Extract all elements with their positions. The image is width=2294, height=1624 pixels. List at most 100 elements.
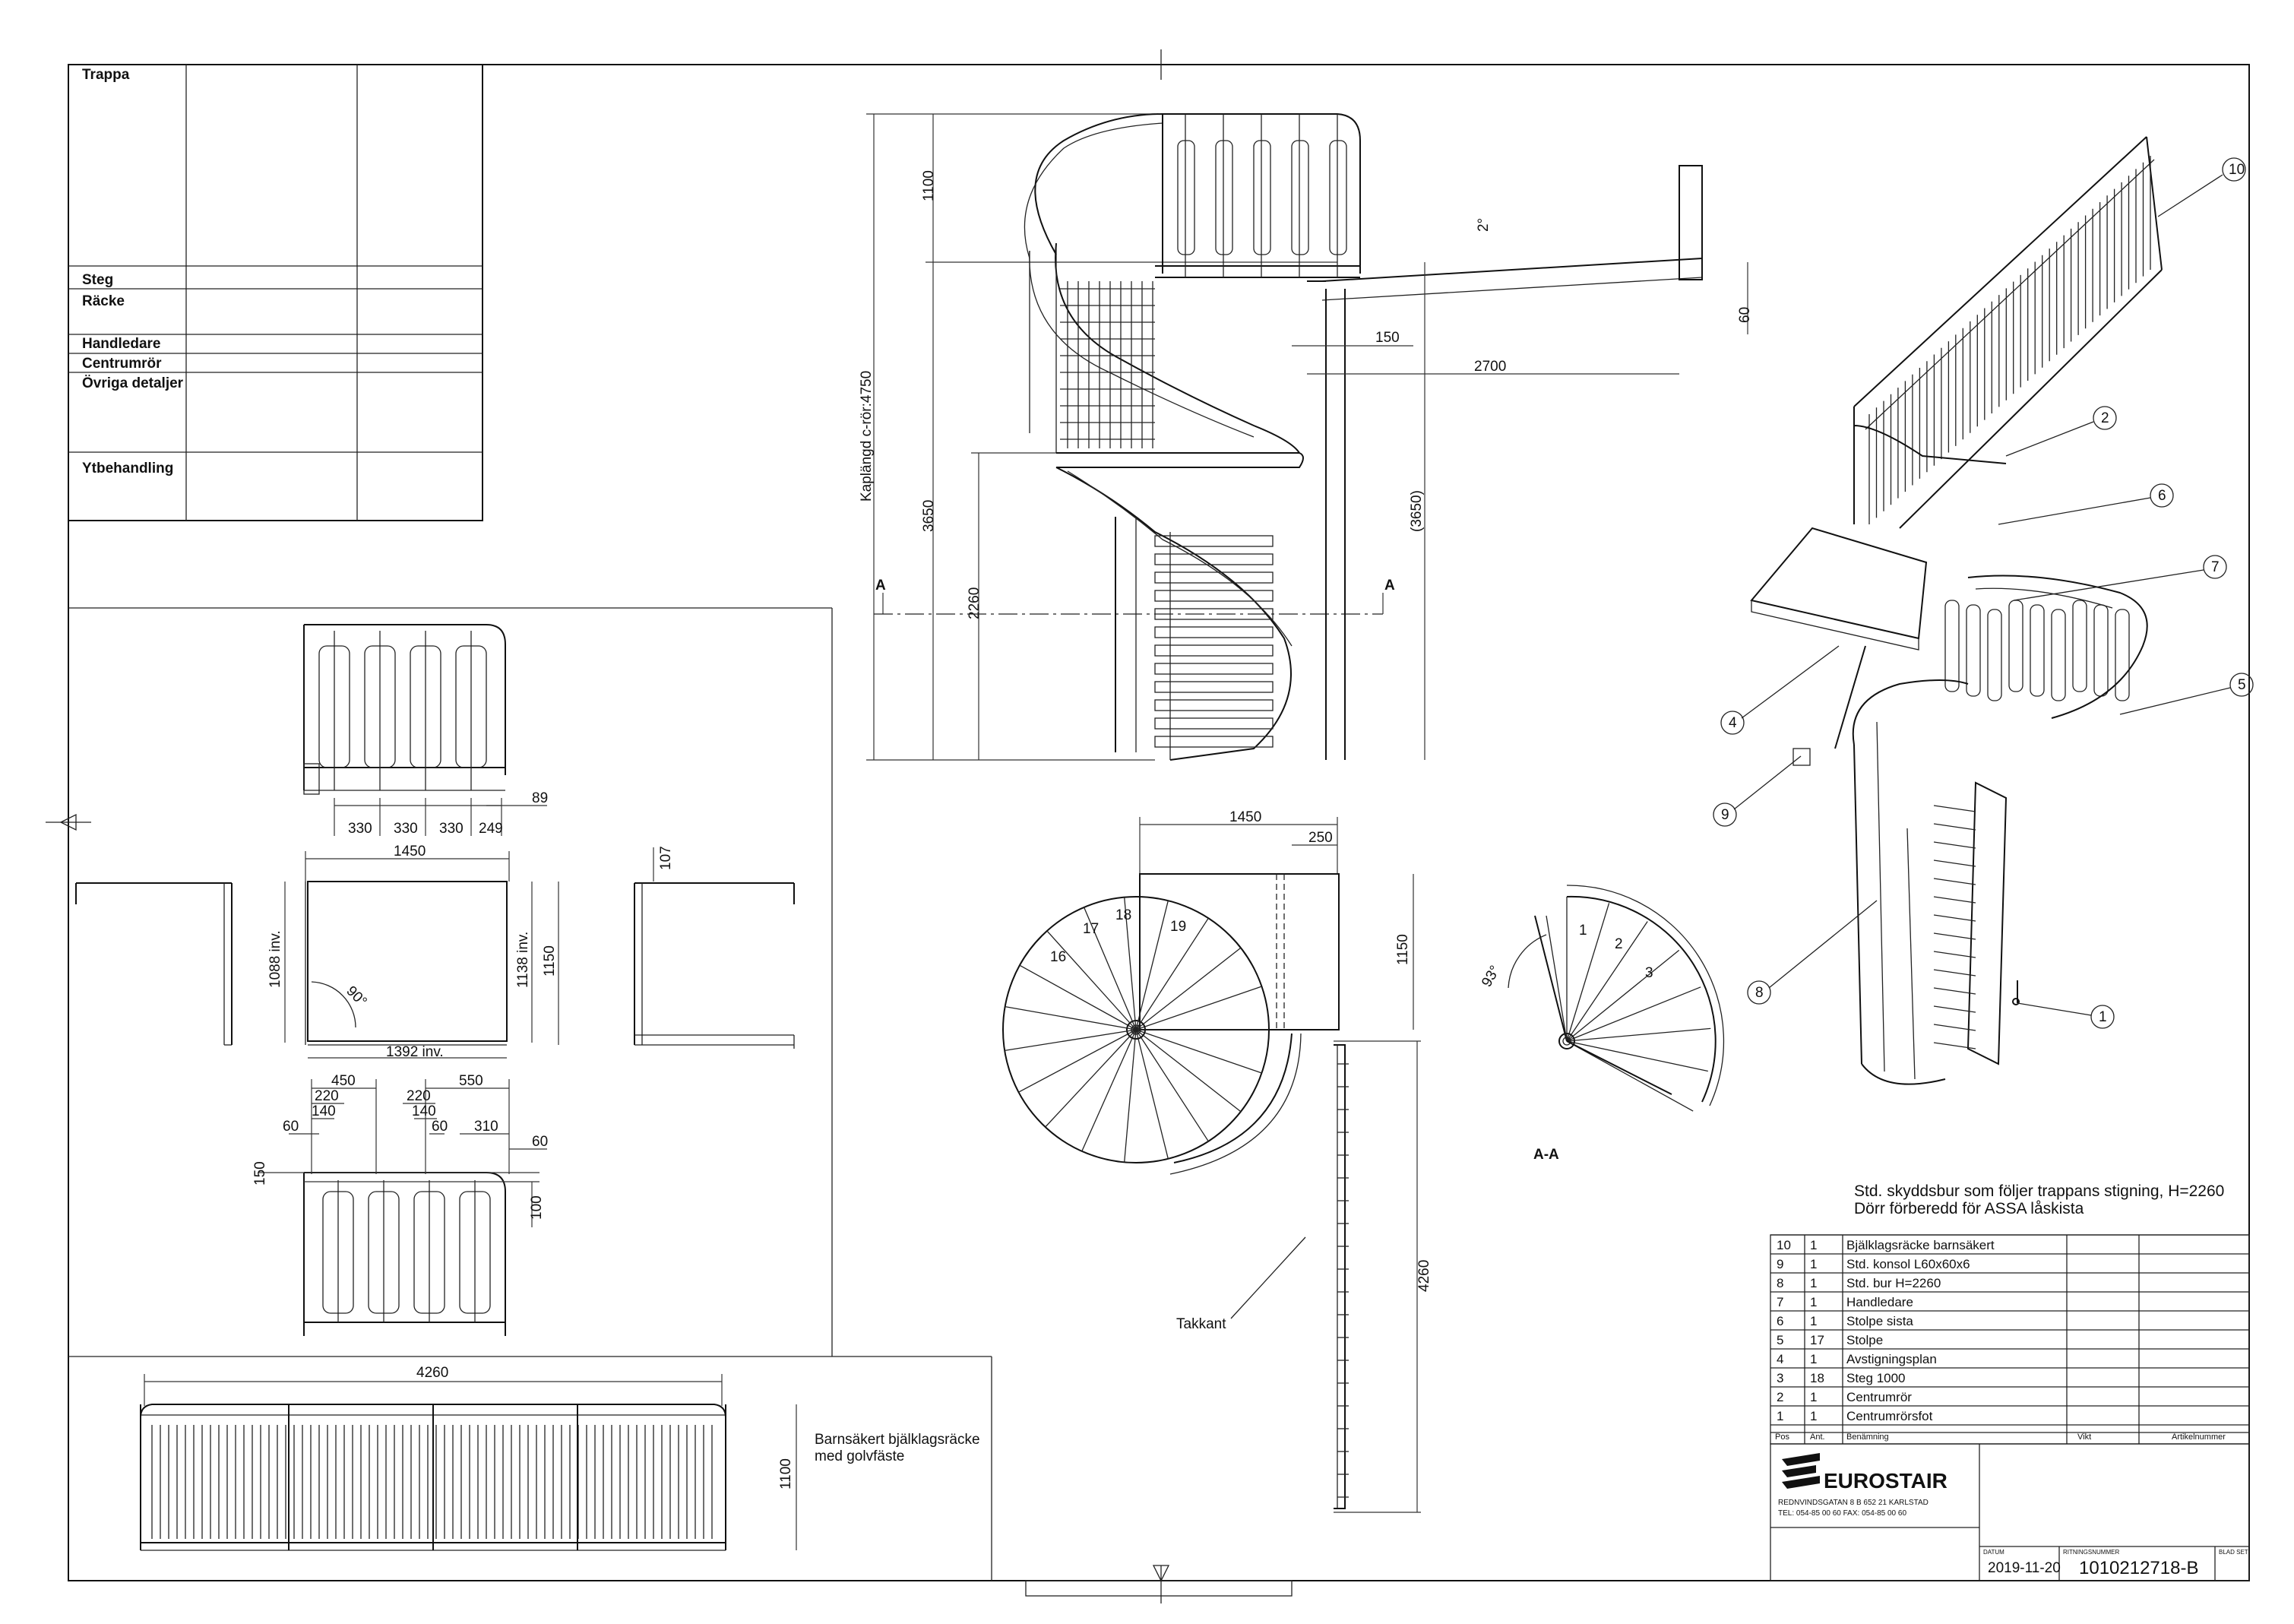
railing-small-elevation: 330 330 330 249 89 bbox=[303, 624, 548, 837]
plan-step-line bbox=[1081, 1029, 1137, 1152]
plan-step-line bbox=[1135, 1029, 1169, 1159]
plan-step-line bbox=[1084, 907, 1137, 1030]
iso-step bbox=[1933, 914, 1976, 922]
parts-quantity: 18 bbox=[1810, 1371, 1824, 1385]
dim-railing-offset: 89 bbox=[532, 790, 548, 806]
plan-step-line bbox=[1046, 930, 1137, 1030]
parts-pos: 6 bbox=[1777, 1314, 1783, 1328]
dim-lower: 60 bbox=[432, 1119, 448, 1135]
plan-step-line bbox=[1124, 1029, 1137, 1163]
section-step-line bbox=[1566, 921, 1648, 1042]
section-step-line bbox=[1566, 1027, 1711, 1042]
parts-quantity: 1 bbox=[1810, 1257, 1817, 1271]
iso-step bbox=[1933, 859, 1976, 867]
dim-lower: 140 bbox=[312, 1103, 336, 1119]
plan-step-line bbox=[1135, 901, 1169, 1030]
plan-step-number: 18 bbox=[1115, 907, 1131, 923]
parts-pos: 5 bbox=[1777, 1333, 1783, 1347]
dim-plan-depth: 1150 bbox=[1395, 934, 1411, 965]
section-step-line bbox=[1566, 903, 1610, 1042]
dim-slope: 2° bbox=[1476, 218, 1492, 232]
dim-lower: 310 bbox=[474, 1119, 498, 1135]
iso-rail-bar bbox=[2072, 600, 2087, 692]
callout-number: 7 bbox=[2211, 559, 2220, 575]
stair-tread bbox=[1154, 590, 1274, 602]
section-step-number: 1 bbox=[1579, 923, 1587, 939]
section-step-line bbox=[1566, 986, 1701, 1042]
dim-landing-depth: 1150 bbox=[542, 945, 558, 977]
eurostair-logo-icon bbox=[1782, 1453, 1820, 1489]
dim-landing-width: 1450 bbox=[394, 844, 426, 859]
company-logo: EUROSTAIR bbox=[1824, 1469, 1948, 1493]
parts-quantity: 1 bbox=[1810, 1238, 1817, 1252]
parts-name: Avstigningsplan bbox=[1846, 1352, 1937, 1366]
center-mark-icon bbox=[1152, 1565, 1170, 1582]
iso-step bbox=[1933, 987, 1976, 995]
railing-bar bbox=[1329, 140, 1347, 255]
parts-pos: 9 bbox=[1777, 1257, 1783, 1271]
stair-tread bbox=[1154, 571, 1274, 584]
dim-balustrade-length: 4260 bbox=[416, 1365, 448, 1381]
dim-balustrade-height: 1100 bbox=[778, 1458, 794, 1489]
drawing-number-label: RITNINGSNUMMER bbox=[2063, 1549, 2119, 1556]
parts-header: Pos bbox=[1775, 1432, 1789, 1442]
parts-name: Std. konsol L60x60x6 bbox=[1846, 1257, 1970, 1271]
parts-quantity: 1 bbox=[1810, 1352, 1817, 1366]
parts-header: Vikt bbox=[2077, 1432, 2091, 1442]
dim-lower: 550 bbox=[459, 1073, 483, 1089]
dim-plan-offset: 250 bbox=[1308, 830, 1333, 846]
dim-railing-spacing: 330 bbox=[394, 821, 418, 837]
plan-step-line bbox=[1045, 1029, 1137, 1128]
parts-quantity: 1 bbox=[1810, 1295, 1817, 1309]
parts-name: Steg 1000 bbox=[1846, 1371, 1906, 1385]
dim-lower: 60 bbox=[532, 1134, 548, 1150]
plan-step-line bbox=[1019, 964, 1137, 1030]
balustrade-note: med golvfäste bbox=[815, 1448, 904, 1464]
plan-step-line bbox=[1135, 1029, 1262, 1074]
dim-elev: 2260 bbox=[967, 587, 982, 619]
iso-step bbox=[1933, 805, 1976, 812]
parts-header: Benämning bbox=[1846, 1432, 1889, 1442]
balustrade-note: Barnsäkert bjälklagsräcke bbox=[815, 1432, 980, 1448]
plan-step-line bbox=[1135, 917, 1209, 1030]
iso-rail-bar bbox=[2093, 604, 2109, 697]
drawing-date: 2019-11-20 bbox=[1988, 1560, 2061, 1576]
spec-row-label: Ytbehandling bbox=[82, 461, 173, 476]
callout-number: 8 bbox=[1755, 985, 1764, 1001]
section-step-line bbox=[1566, 949, 1680, 1042]
note-line: Dörr förberedd för ASSA låskista bbox=[1854, 1200, 2084, 1217]
callout-number: 2 bbox=[2101, 410, 2109, 426]
dim-lower: 140 bbox=[412, 1103, 436, 1119]
dim-railing-end: 249 bbox=[479, 821, 503, 837]
callout-number: 5 bbox=[2238, 677, 2246, 693]
dim-lower-height: 150 bbox=[252, 1161, 268, 1186]
stair-tread bbox=[1154, 717, 1274, 730]
parts-pos: 3 bbox=[1777, 1371, 1783, 1385]
iso-step bbox=[1933, 878, 1976, 885]
railing-bar bbox=[1177, 140, 1195, 255]
dim-landing-inner-height: 1088 inv. bbox=[267, 930, 283, 988]
railing-bar bbox=[1215, 140, 1233, 255]
spec-row-label: Handledare bbox=[82, 336, 160, 352]
dim-elev: 150 bbox=[1375, 330, 1400, 346]
iso-rail-bar bbox=[1944, 600, 1960, 692]
stair-tread bbox=[1154, 663, 1274, 675]
section-step-line bbox=[1566, 1040, 1694, 1112]
dim-lower: 60 bbox=[283, 1119, 299, 1135]
parts-pos: 1 bbox=[1777, 1409, 1783, 1423]
callout-number: 6 bbox=[2158, 488, 2166, 504]
callouts: 10 2 6 7 5 4 9 8 1 bbox=[1713, 157, 2254, 1029]
parts-quantity: 1 bbox=[1810, 1276, 1817, 1290]
parts-name: Stolpe sista bbox=[1846, 1314, 1913, 1328]
spec-row-label: Räcke bbox=[82, 293, 125, 309]
dim-lower: 220 bbox=[407, 1088, 431, 1104]
parts-header: Ant. bbox=[1810, 1432, 1825, 1442]
section-step-line bbox=[1566, 1040, 1708, 1072]
stair-tread bbox=[1154, 644, 1274, 657]
stair-elevation-view: 1100 Kaplängd c-rör:4750 3650 2260 A A 2… bbox=[859, 113, 1753, 761]
spec-row-label: Steg bbox=[82, 272, 113, 288]
parts-name: Std. bur H=2260 bbox=[1846, 1276, 1941, 1290]
